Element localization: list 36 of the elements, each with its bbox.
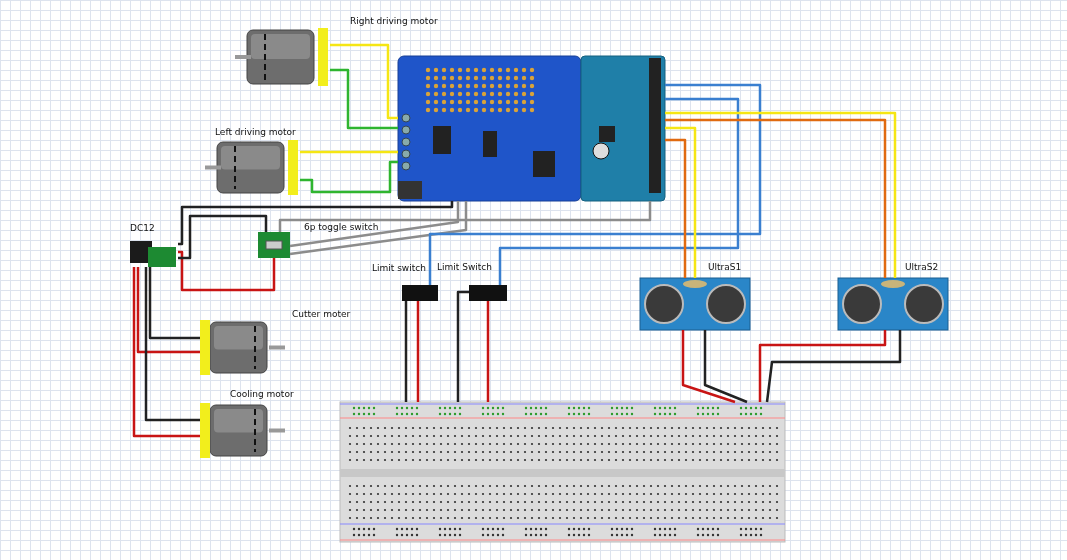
wire xyxy=(703,330,748,404)
component-label: Cooling motor xyxy=(230,389,294,400)
wire xyxy=(148,267,200,340)
wire xyxy=(498,97,740,285)
wire xyxy=(136,267,200,354)
wire xyxy=(330,68,398,130)
component-label: 6p toggle switch xyxy=(304,222,379,233)
wire xyxy=(178,214,268,260)
component-label: Left driving motor xyxy=(215,127,296,138)
wire xyxy=(758,330,887,402)
component-label: Right driving motor xyxy=(350,16,438,27)
wire xyxy=(330,43,398,120)
wire xyxy=(178,250,276,292)
wire xyxy=(665,138,687,278)
wire xyxy=(681,330,736,404)
component-label: UltraS2 xyxy=(905,262,939,273)
wire xyxy=(486,301,490,402)
component-label: Limit Switch xyxy=(437,262,492,273)
wire xyxy=(178,201,454,246)
wire xyxy=(300,160,398,194)
component-label: DC12 xyxy=(130,223,155,234)
wire xyxy=(300,150,398,154)
wire xyxy=(132,267,200,438)
wire xyxy=(428,83,762,285)
wire xyxy=(665,126,697,278)
wire xyxy=(456,290,469,402)
wire xyxy=(278,201,652,232)
component-label: UltraS1 xyxy=(708,262,742,273)
wire xyxy=(289,201,460,248)
component-label: Limit switch xyxy=(372,263,426,274)
wire xyxy=(144,267,200,422)
component-label: Cutter moter xyxy=(292,309,351,320)
wire xyxy=(765,330,902,403)
wire xyxy=(416,301,420,402)
wire xyxy=(289,201,468,256)
wire xyxy=(404,301,408,402)
